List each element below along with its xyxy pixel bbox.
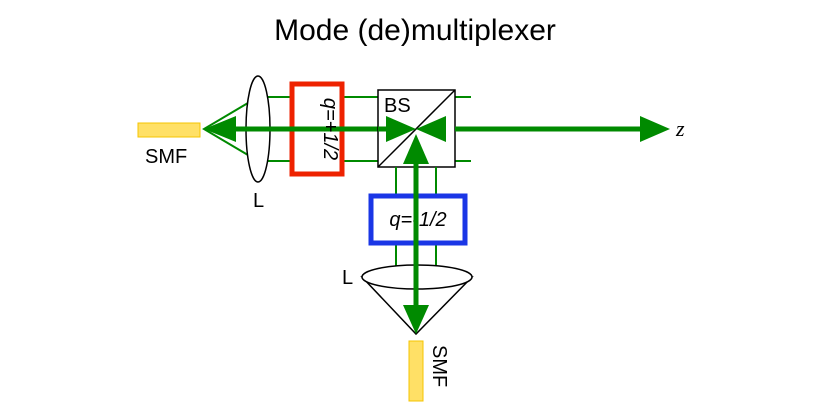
beam-splitter-label: BS <box>384 95 411 117</box>
smf-left-label: SMF <box>145 146 187 168</box>
beam-to-z <box>455 116 670 142</box>
lens-left-label: L <box>253 190 264 212</box>
smf-bottom-fiber <box>408 340 424 402</box>
lens-bottom-label: L <box>342 267 353 289</box>
smf-left-fiber <box>137 122 201 138</box>
beam-splitter-diagonal <box>377 89 456 168</box>
z-axis-label: z <box>675 116 685 141</box>
vertical-beam <box>403 134 429 334</box>
smf-bottom-label: SMF <box>428 345 450 387</box>
diagram-title: Mode (de)multiplexer <box>274 14 556 47</box>
q-plate-plus-half-label: q=+1/2 <box>319 98 341 160</box>
bs-incoming-arrows <box>386 116 446 142</box>
beam-to-left-fiber <box>204 116 379 142</box>
